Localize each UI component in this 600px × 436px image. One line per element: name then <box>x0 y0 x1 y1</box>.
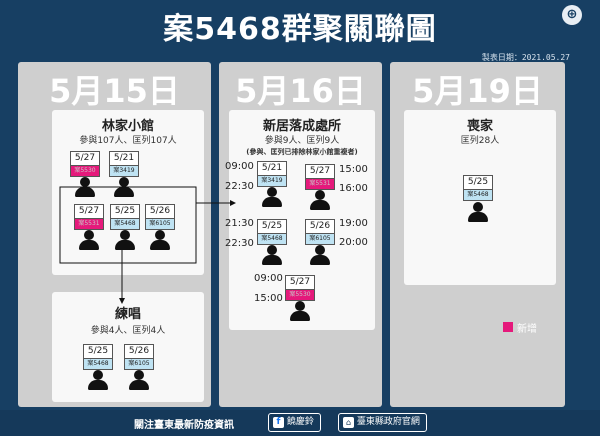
venue-sub-linjia: 參與107人、匡列107人 <box>79 136 177 146</box>
person-icon <box>310 190 330 210</box>
time-label: 09:00 <box>225 161 254 172</box>
person-icon <box>262 187 282 207</box>
footer-text: 關注臺東最新防疫資訊 <box>134 420 234 431</box>
person-icon <box>468 202 488 222</box>
person-icon <box>129 370 149 390</box>
venue-name-xinju: 新居落成處所 <box>262 119 341 134</box>
government-label: 臺東縣政府官網 <box>356 417 420 427</box>
venue-sub-lianchang: 參與4人、匡列4人 <box>90 326 166 336</box>
legend-new-swatch <box>503 322 513 332</box>
time-label: 21:30 <box>225 218 254 229</box>
person-icon <box>115 230 135 250</box>
person-icon <box>75 177 95 197</box>
venue-sub-sangjia: 匡列28人 <box>460 136 500 146</box>
arrow-to-xinju <box>230 200 236 206</box>
legend-new-label: 新增 <box>517 324 537 335</box>
government-link[interactable]: ⌂ 臺東縣政府官網 <box>338 413 427 432</box>
zoom-icon[interactable]: ⊕ <box>562 5 582 25</box>
day-header-0515: 5月15日 <box>49 72 180 110</box>
day-header-0516: 5月16日 <box>235 72 366 110</box>
person-icon <box>150 230 170 250</box>
time-label: 20:00 <box>339 237 368 248</box>
page-title: 案5468群聚關聯圖 <box>163 12 437 47</box>
time-label: 15:00 <box>339 164 368 175</box>
time-label: 15:00 <box>254 293 283 304</box>
time-label: 22:30 <box>225 181 254 192</box>
time-label: 16:00 <box>339 183 368 194</box>
person-icon <box>114 177 134 197</box>
facebook-link[interactable]: f 饒慶鈴 <box>268 413 321 432</box>
venue-name-linjia: 林家小館 <box>101 119 154 134</box>
venue-name-lianchang: 練唱 <box>114 307 141 322</box>
person-icon <box>79 230 99 250</box>
person-icon <box>262 245 282 265</box>
facebook-label: 饒慶鈴 <box>286 417 314 427</box>
time-label: 19:00 <box>339 218 368 229</box>
made-date: 製表日期：2021.05.27 <box>481 53 570 62</box>
time-label: 22:30 <box>225 238 254 249</box>
day-header-0519: 5月19日 <box>412 72 543 110</box>
time-label: 09:00 <box>254 273 283 284</box>
government-icon: ⌂ <box>343 417 354 428</box>
venue-name-sangjia: 喪家 <box>466 119 493 134</box>
person-icon <box>310 245 330 265</box>
person-icon <box>290 301 310 321</box>
person-icon <box>88 370 108 390</box>
venue-note-xinju: (參與、匡列已排除林家小館重複者) <box>246 148 358 156</box>
arrow-to-lianchang <box>119 298 125 304</box>
venue-sub-xinju: 參與9人、匡列9人 <box>264 136 340 146</box>
facebook-icon: f <box>273 417 284 428</box>
